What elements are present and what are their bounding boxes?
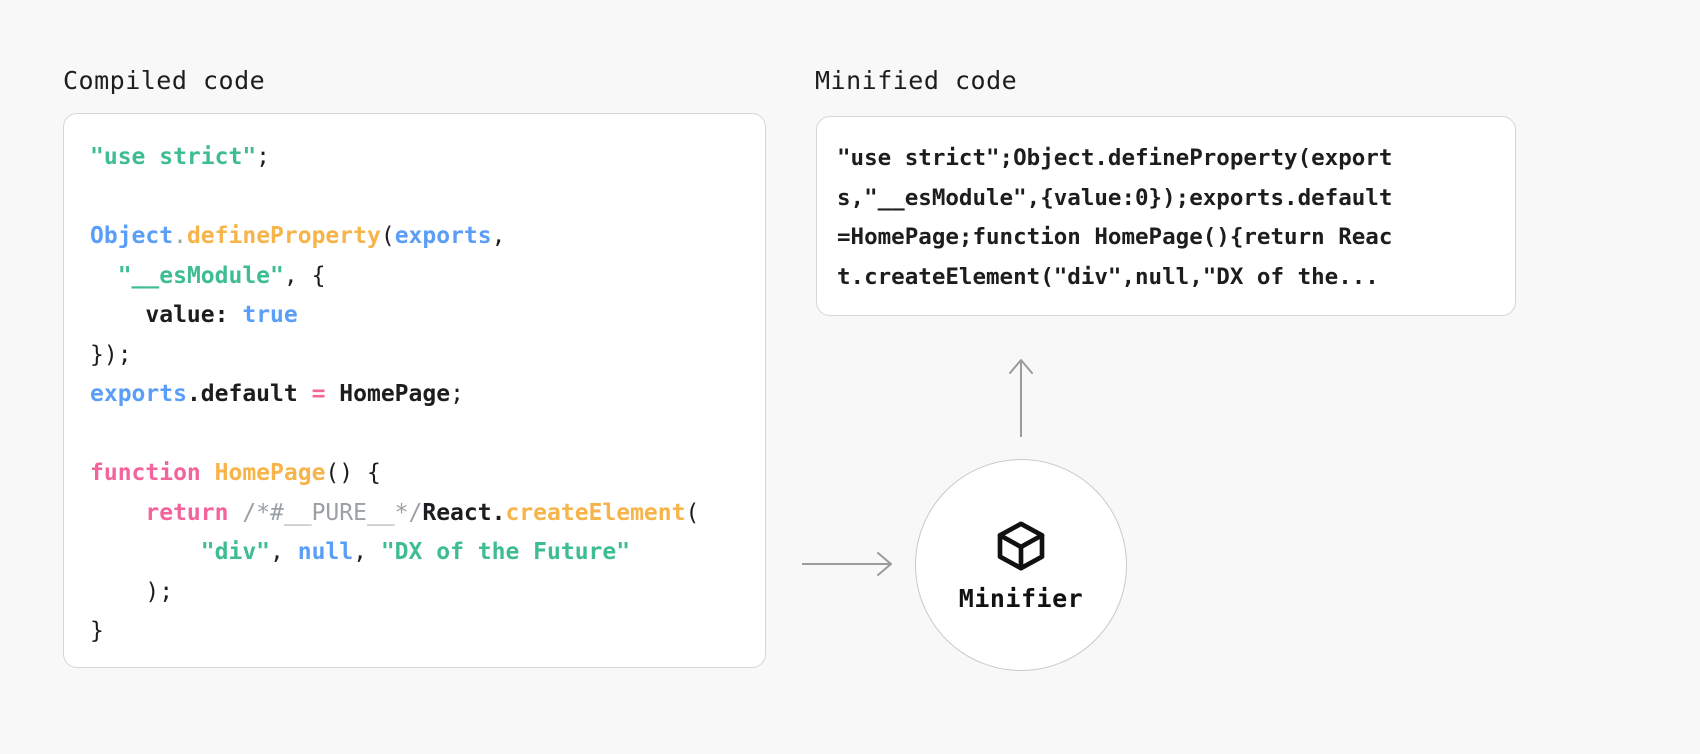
minified-code-heading: Minified code [815, 66, 1018, 95]
code-token: ; [450, 381, 464, 407]
code-token: "__esModule" [117, 262, 284, 289]
code-token: exports [394, 223, 492, 249]
code-token: = [311, 381, 326, 407]
compiled-code-text: "use strict"; Object.defineProperty(expo… [90, 138, 739, 652]
code-token: , [353, 539, 381, 565]
code-token: Object [90, 223, 174, 249]
code-token: , [270, 539, 298, 565]
code-token: React. [422, 499, 506, 526]
code-token: createElement [505, 499, 686, 526]
code-token: /*#__PURE__*/ [242, 499, 423, 526]
code-token [325, 381, 339, 407]
code-token: .default [186, 381, 298, 407]
compiled-code-heading: Compiled code [63, 66, 266, 95]
code-token: "DX of the Future" [380, 539, 631, 565]
code-token: "div" [200, 539, 271, 565]
code-token [298, 381, 312, 407]
minified-code-text: "use strict";Object.defineProperty(expor… [837, 145, 1393, 290]
code-token: () { [325, 460, 381, 486]
code-token: defineProperty [186, 223, 381, 249]
code-token: return [145, 499, 229, 526]
code-token: } [90, 618, 104, 644]
code-token: }); [90, 341, 132, 368]
code-token: true [242, 302, 298, 328]
code-token [201, 460, 215, 486]
cube-icon [997, 521, 1045, 570]
code-token: . [173, 223, 187, 249]
code-token: ); [90, 578, 174, 605]
code-token: exports [90, 381, 187, 407]
arrow-up-icon [1009, 359, 1033, 437]
code-token: null [297, 539, 354, 565]
code-token [228, 500, 242, 526]
minifier-label: Minifier [958, 583, 1084, 613]
code-token [90, 500, 145, 526]
compiled-code-panel: "use strict"; Object.defineProperty(expo… [63, 113, 766, 668]
code-token [90, 263, 118, 289]
code-token [90, 302, 145, 328]
code-token: ; [256, 144, 271, 170]
code-token: function [90, 460, 201, 486]
code-token: ( [380, 223, 395, 249]
code-token: value: [145, 302, 229, 328]
code-token: , { [283, 262, 326, 289]
minified-code-panel: "use strict";Object.defineProperty(expor… [816, 116, 1516, 316]
code-token [228, 302, 242, 328]
code-token: ( [685, 499, 700, 526]
code-token: , [491, 223, 506, 249]
minifier-node[interactable]: Minifier [915, 459, 1127, 671]
arrow-right-icon [802, 552, 892, 576]
code-token: "use strict" [90, 144, 257, 170]
code-token: HomePage [214, 460, 326, 486]
code-token: HomePage [339, 381, 451, 407]
code-token [90, 539, 201, 565]
